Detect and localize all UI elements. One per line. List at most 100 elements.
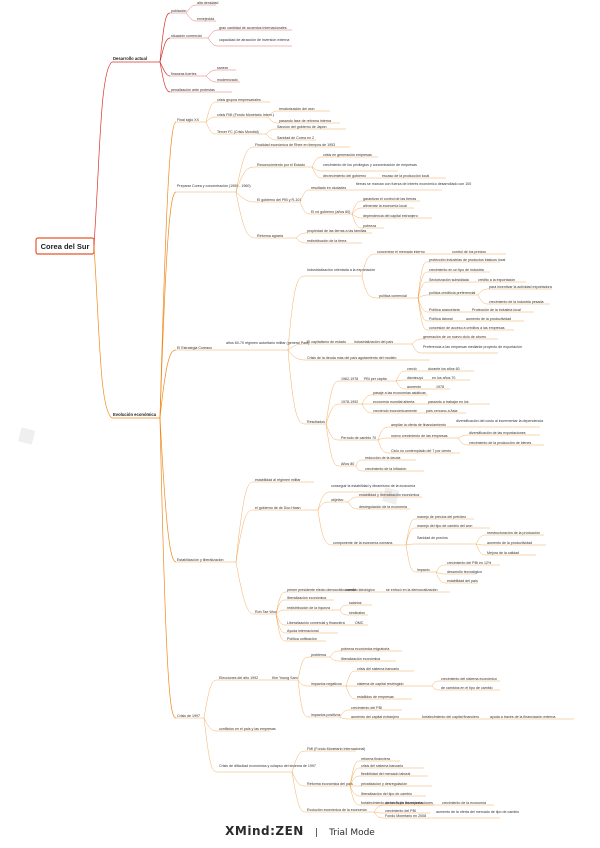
node-crisis-rf3[interactable]: flexibilidad del mercado laboral — [361, 772, 411, 776]
node-prep-rec[interactable]: Reconocimiento por el Estado — [257, 163, 305, 167]
node-crisis-ev[interactable]: Evolución económica de la economía — [307, 808, 367, 812]
node-crisis-p2a[interactable]: fortalecimiento del capital financiero — [422, 715, 479, 719]
node-prep-r2[interactable]: crecimiento de los privilegios y concent… — [323, 163, 417, 167]
node-estr-ano2[interactable]: crecimiento de la inflación — [365, 467, 406, 471]
node-estab-g1[interactable]: conseguir la estabilidad y dinamismo de … — [331, 484, 415, 488]
node-pob-a[interactable]: alta densidad — [197, 1, 218, 5]
node-crisis-p2b[interactable]: ayuda a través de la financiación extern… — [490, 715, 555, 719]
node-estr-y1[interactable]: 1962-1978 — [341, 377, 358, 381]
node-estrategia[interactable]: El Estrategia Coreano — [177, 346, 212, 350]
node-siglo-a[interactable]: crisis grupos empresariales — [217, 98, 261, 102]
node-estr-y2c[interactable]: pasando a trabajar en los — [428, 400, 469, 404]
node-estr-pc4a[interactable]: para incentivar la actividad exportadora — [489, 285, 552, 289]
node-estr-ad1[interactable]: generación de un nuevo ciclo de ahorro — [423, 335, 486, 339]
node-prep-p4[interactable]: pobreza — [363, 224, 376, 228]
topic-evolucion[interactable]: Evolución económica — [113, 412, 157, 417]
node-estab-c3[interactable]: Sanidad de precios — [417, 536, 448, 540]
node-prep-top[interactable]: Finalidad económica de Rhee en tiempos d… — [255, 143, 335, 147]
node-crisis-e2[interactable]: crecimiento del PBI — [385, 809, 416, 813]
node-estr-res[interactable]: Resultados — [307, 420, 325, 424]
node-estr-pc3a[interactable]: crédito a la exportación — [478, 278, 515, 282]
node-crisis-rf5[interactable]: liberalización del tipo de cambio — [361, 792, 412, 796]
node-penalizacion[interactable]: penalización ante protestas — [171, 88, 215, 92]
node-estab[interactable]: Estabilización y liberalización — [177, 558, 224, 562]
node-crisis-n1[interactable]: crisis del sistema bancario — [357, 667, 399, 671]
node-siglo-c[interactable]: Tercer FC (Crisis Mundial) — [217, 130, 259, 134]
node-crisis-n2a[interactable]: crecimiento del sistema económico — [441, 677, 497, 681]
node-estr-ano1[interactable]: reducción de la deuda — [365, 456, 400, 460]
node-estr-per2[interactable]: nuevo crecimiento de las empresas — [391, 434, 448, 438]
node-estr-crisis[interactable]: Crisis de la deuda más del país — [307, 356, 357, 360]
node-estr-top[interactable]: Industrialización orientada a la exporta… — [307, 268, 375, 272]
node-estab-r6[interactable]: Política unificación — [287, 637, 317, 641]
node-estr-y2a[interactable]: creciendo económicamente — [373, 409, 417, 413]
node-prep-g1[interactable]: resultado en ciudades — [311, 186, 346, 190]
node-crisis-p1[interactable]: crecimiento del PBI — [351, 706, 382, 710]
node-estab-c3b[interactable]: aumento de la productividad — [487, 541, 532, 545]
node-estr-per2a[interactable]: diversificación de las exportaciones — [469, 431, 526, 435]
node-estr-per1a[interactable]: diversificación del costo al incrementar… — [456, 419, 543, 423]
node-estr-y1b3[interactable]: 1978 — [436, 385, 444, 389]
node-poblacion[interactable]: población — [171, 9, 186, 13]
node-estr-pc1[interactable]: protección industrias de productos básic… — [429, 258, 506, 262]
node-estab-r1b[interactable]: se enfocó en la democratización — [386, 588, 438, 592]
node-estr-y2b[interactable]: economía mundial abierta — [373, 400, 414, 404]
node-crisis-rf2[interactable]: crisis del sistema bancario — [361, 764, 403, 768]
node-estr-y1a[interactable]: PBI per cápita — [364, 377, 387, 381]
node-crisis-p2[interactable]: aumento del capital extranjero — [351, 715, 399, 719]
node-siglo-c1[interactable]: Sanción del gobierno de Japón — [277, 125, 327, 129]
node-fin-a[interactable]: sanear — [217, 66, 229, 70]
node-estab-r5[interactable]: Ayuda internacional — [287, 629, 319, 633]
node-estab-r3[interactable]: redistribución de la riqueza — [287, 606, 330, 610]
node-crisis-pos[interactable]: impactos positivos — [311, 713, 341, 717]
node-siglo-b1[interactable]: revalorización del won — [279, 107, 315, 111]
node-estr-y1a2[interactable]: disminuyó — [407, 376, 423, 380]
node-estr-adopt[interactable]: El capitalismo de estado — [307, 340, 346, 344]
node-estr-y1b2[interactable]: en los años 70 — [432, 376, 455, 380]
node-siglo[interactable]: Final siglo XX — [177, 118, 200, 122]
node-estr-y1a1[interactable]: creció — [407, 367, 417, 371]
node-crisis-k1[interactable]: problema — [311, 653, 326, 657]
node-estr-pc4b[interactable]: crecimiento de la industria pesada — [489, 300, 544, 304]
node-prep-p2[interactable]: alimentar la economía local — [363, 204, 407, 208]
node-crisis-n3[interactable]: estallidos de empresas — [357, 695, 394, 699]
node-estr-crisis-a[interactable]: agotamiento del modelo — [358, 356, 396, 360]
node-estr-t1[interactable]: concentrar el mercado interno — [377, 250, 425, 254]
node-siglo-b[interactable]: crisis FMI (Fondo Monetario Intern.) — [217, 113, 274, 117]
node-estab-r3a[interactable]: salarios — [349, 601, 362, 605]
node-estr-per[interactable]: Período de cambio 70 — [341, 436, 376, 440]
node-prep-ref1[interactable]: propiedad de las tierras a las familias — [307, 229, 367, 233]
node-estr-adopt-a[interactable]: industrialización del país — [354, 340, 393, 344]
node-crisis-n2[interactable]: sistema de capital restringido — [357, 682, 404, 686]
node-crisis-f1[interactable]: FMI (Fondo Monetario Internacional) — [307, 747, 365, 751]
node-siglo-c2[interactable]: Sanidad de Corea en 2 — [277, 136, 314, 140]
node-estr-per3[interactable]: Ciclo no contemplado del 7 por ciento — [391, 449, 451, 453]
node-crisis-rf1[interactable]: reforma financiera — [361, 757, 390, 761]
node-estr-y2c1[interactable]: país cercano a Asia — [426, 409, 457, 413]
node-estab-gob[interactable]: el gobierno de de Doo Hwan — [255, 506, 301, 510]
node-prep-ref2[interactable]: redistribución de la tierra — [307, 239, 346, 243]
node-estab-r1a[interactable]: cambio ideológico — [346, 588, 375, 592]
node-estr-per1[interactable]: ampliar la oferta de financiamiento — [391, 423, 446, 427]
node-sit-b[interactable]: capacidad de atracción de inversión exte… — [219, 38, 289, 42]
node-prep-p1[interactable]: garantizar el control de las tierras — [363, 197, 416, 201]
node-estab-r4[interactable]: Liberalización comercial y financiera — [287, 621, 345, 625]
node-estr-y1b1[interactable]: durante los años 60 — [428, 367, 460, 371]
node-finanzas[interactable]: finanzas fuertes — [171, 72, 197, 76]
node-estab-roh[interactable]: Roh Tae Woo — [255, 610, 277, 614]
node-estr-pol[interactable]: política comercial — [379, 294, 407, 298]
node-estab-c3a[interactable]: reestructuración de la producción — [487, 531, 540, 535]
node-crisis-e1[interactable]: aumento de los exportaciones — [385, 801, 433, 805]
node-estab-r2[interactable]: liberalización económica — [287, 596, 326, 600]
node-crisis-neg[interactable]: impactos negativos — [311, 682, 342, 686]
node-estab-comp[interactable]: componente de la economía coreana — [333, 541, 392, 545]
node-estr-pc4[interactable]: política crediticia preferencial — [429, 291, 476, 295]
node-prep[interactable]: Preparar Corea y concentración (1950 - 1… — [177, 184, 251, 188]
node-estab-i1[interactable]: crecimiento del PBI en 12% — [447, 561, 492, 565]
node-estr-pc7[interactable]: concesión de acceso a créditos a las emp… — [429, 326, 505, 330]
node-crisis-e3[interactable]: Fondo Monetario en 2008 — [385, 814, 426, 818]
node-crisis-k1a[interactable]: pobreza económica migratoria — [341, 647, 389, 651]
node-estr-pc6a[interactable]: aumento de la productividad — [466, 317, 511, 321]
node-estab-c2[interactable]: manejo del tipo de cambio del won — [417, 524, 472, 528]
node-crisis-fmi[interactable]: Crisis de dificultad económica y colapso… — [219, 764, 316, 768]
